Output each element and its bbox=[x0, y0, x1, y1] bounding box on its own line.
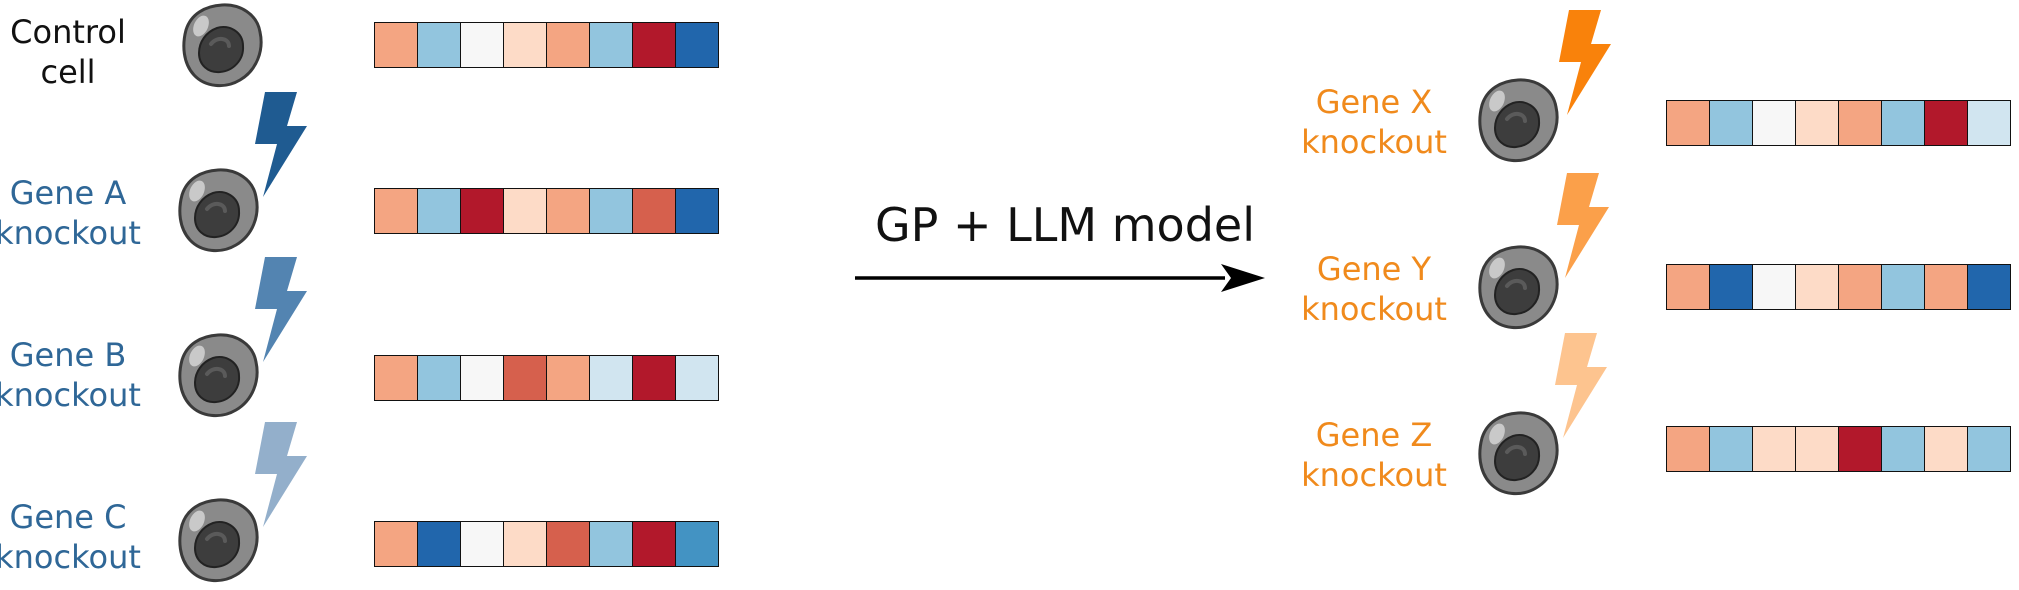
profile-cell bbox=[1796, 101, 1839, 145]
profile-cell bbox=[375, 356, 418, 400]
profile-cell bbox=[1839, 265, 1882, 309]
profile-cell bbox=[1925, 101, 1968, 145]
profile-cell bbox=[1882, 265, 1925, 309]
profile-cell bbox=[504, 356, 547, 400]
profile-cell bbox=[1968, 265, 2010, 309]
profile-cell bbox=[1667, 427, 1710, 471]
profile-cell bbox=[590, 356, 633, 400]
label-gene-x: Gene X knockout bbox=[1301, 83, 1447, 161]
profile-cell bbox=[418, 522, 461, 566]
profile-cell bbox=[1925, 427, 1968, 471]
profile-cell bbox=[418, 23, 461, 67]
expression-profile bbox=[374, 188, 719, 234]
profile-cell bbox=[547, 23, 590, 67]
profile-cell bbox=[1710, 427, 1753, 471]
profile-cell bbox=[676, 189, 718, 233]
profile-cell bbox=[375, 522, 418, 566]
profile-cell bbox=[1882, 101, 1925, 145]
lightning-bolt-icon bbox=[255, 257, 315, 362]
profile-cell bbox=[504, 189, 547, 233]
profile-cell bbox=[1882, 427, 1925, 471]
label-gene-c: Gene C knockout bbox=[0, 498, 141, 576]
profile-cell bbox=[676, 522, 718, 566]
profile-cell bbox=[504, 23, 547, 67]
label-gene-y: Gene Y knockout bbox=[1301, 250, 1447, 328]
cell-icon bbox=[1473, 75, 1563, 165]
profile-cell bbox=[461, 23, 504, 67]
profile-cell bbox=[590, 23, 633, 67]
expression-profile bbox=[1666, 100, 2011, 146]
right-arrow-icon bbox=[855, 264, 1265, 292]
profile-cell bbox=[1796, 265, 1839, 309]
cell-icon bbox=[1473, 408, 1563, 498]
cell-icon bbox=[173, 495, 263, 585]
lightning-bolt-icon bbox=[255, 422, 315, 527]
profile-cell bbox=[1839, 101, 1882, 145]
profile-cell bbox=[418, 189, 461, 233]
profile-cell bbox=[375, 189, 418, 233]
profile-cell bbox=[1796, 427, 1839, 471]
profile-cell bbox=[547, 356, 590, 400]
lightning-bolt-icon bbox=[255, 92, 315, 197]
profile-cell bbox=[504, 522, 547, 566]
profile-cell bbox=[418, 356, 461, 400]
profile-cell bbox=[1753, 427, 1796, 471]
profile-cell bbox=[633, 23, 676, 67]
profile-cell bbox=[633, 356, 676, 400]
profile-cell bbox=[461, 522, 504, 566]
cell-icon bbox=[1473, 242, 1563, 332]
profile-cell bbox=[590, 189, 633, 233]
profile-cell bbox=[547, 189, 590, 233]
expression-profile bbox=[374, 355, 719, 401]
profile-cell bbox=[1968, 101, 2010, 145]
cell-icon bbox=[173, 330, 263, 420]
profile-cell bbox=[676, 356, 718, 400]
profile-cell bbox=[461, 356, 504, 400]
label-gene-a: Gene A knockout bbox=[0, 174, 141, 252]
cell-icon bbox=[177, 0, 267, 90]
profile-cell bbox=[547, 522, 590, 566]
profile-cell bbox=[1839, 427, 1882, 471]
label-gene-z: Gene Z knockout bbox=[1301, 416, 1447, 494]
lightning-bolt-icon bbox=[1555, 333, 1615, 438]
profile-cell bbox=[1968, 427, 2010, 471]
expression-profile bbox=[1666, 264, 2011, 310]
label-control: Control cell bbox=[10, 13, 126, 91]
cell-icon bbox=[173, 165, 263, 255]
profile-cell bbox=[1710, 265, 1753, 309]
profile-cell bbox=[633, 189, 676, 233]
expression-profile bbox=[374, 22, 719, 68]
lightning-bolt-icon bbox=[1559, 10, 1619, 115]
lightning-bolt-icon bbox=[1557, 173, 1617, 278]
profile-cell bbox=[375, 23, 418, 67]
profile-cell bbox=[1667, 265, 1710, 309]
profile-cell bbox=[1753, 101, 1796, 145]
expression-profile bbox=[1666, 426, 2011, 472]
label-gene-b: Gene B knockout bbox=[0, 336, 141, 414]
profile-cell bbox=[1925, 265, 1968, 309]
profile-cell bbox=[633, 522, 676, 566]
profile-cell bbox=[590, 522, 633, 566]
model-label: GP + LLM model bbox=[875, 198, 1255, 252]
profile-cell bbox=[1667, 101, 1710, 145]
profile-cell bbox=[1710, 101, 1753, 145]
profile-cell bbox=[676, 23, 718, 67]
expression-profile bbox=[374, 521, 719, 567]
profile-cell bbox=[1753, 265, 1796, 309]
profile-cell bbox=[461, 189, 504, 233]
